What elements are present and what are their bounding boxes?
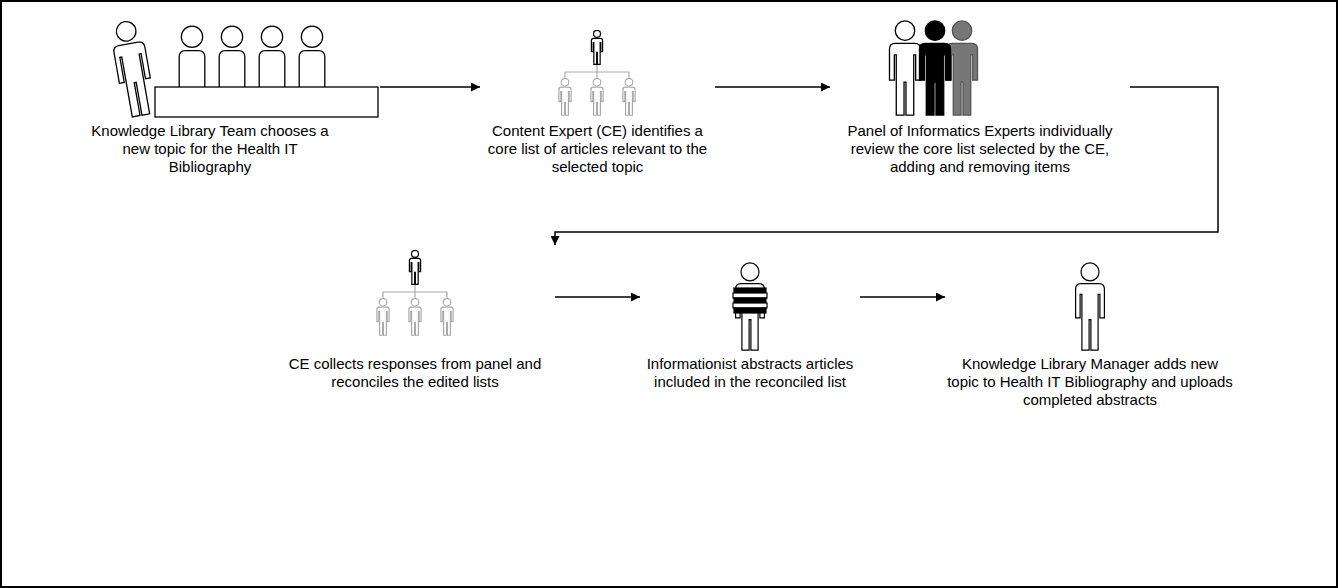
seated-person — [299, 26, 325, 89]
book — [734, 308, 766, 313]
flow-arrow — [555, 87, 1218, 245]
seated-person — [179, 26, 205, 89]
hierarchy-lines — [383, 285, 447, 298]
expert-white — [889, 21, 920, 115]
process-step: Informationist abstracts articles includ… — [640, 245, 860, 391]
sub-person — [409, 298, 421, 335]
team-figure — [109, 19, 378, 118]
step-caption: Knowledge Library Team chooses a new top… — [85, 122, 335, 176]
panel-figure — [889, 21, 977, 115]
book — [733, 303, 767, 308]
hierarchy-figure — [377, 250, 453, 335]
step-caption: CE collects responses from panel and rec… — [275, 355, 555, 391]
step-caption: Content Expert (CE) identifies a core li… — [480, 122, 715, 176]
sub-person — [623, 78, 635, 115]
flow-arrow — [380, 86, 480, 88]
flow-arrow — [715, 86, 830, 88]
content-expert — [409, 250, 420, 284]
step-caption: Informationist abstracts articles includ… — [640, 355, 860, 391]
sub-person — [559, 78, 571, 115]
sub-person — [591, 78, 603, 115]
book — [734, 288, 766, 293]
informationist-figure — [733, 263, 767, 350]
walking-person — [109, 19, 156, 118]
edge-group — [380, 87, 1218, 297]
expert-black — [919, 21, 950, 115]
content-expert — [591, 30, 602, 64]
hierarchy-lines — [565, 65, 629, 78]
flow-arrow — [555, 296, 640, 298]
process-step: Knowledge Library Team chooses a new top… — [85, 20, 380, 176]
table — [155, 87, 378, 117]
manager-figure — [1076, 263, 1105, 350]
sub-person — [441, 298, 453, 335]
library-manager — [1076, 263, 1105, 350]
hierarchy-figure — [559, 30, 635, 115]
step-caption: Knowledge Library Manager adds new topic… — [945, 355, 1235, 409]
book — [733, 293, 767, 298]
flow-arrow — [860, 296, 945, 298]
seated-person — [219, 26, 245, 89]
sub-person — [377, 298, 389, 335]
book — [734, 298, 766, 303]
process-step: CE collects responses from panel and rec… — [275, 245, 555, 391]
process-step: Content Expert (CE) identifies a core li… — [480, 20, 715, 176]
process-step: Panel of Informatics Experts individuall… — [830, 20, 1130, 176]
seated-person — [259, 26, 285, 89]
step-caption: Panel of Informatics Experts individuall… — [830, 122, 1130, 176]
process-step: Knowledge Library Manager adds new topic… — [945, 245, 1235, 409]
